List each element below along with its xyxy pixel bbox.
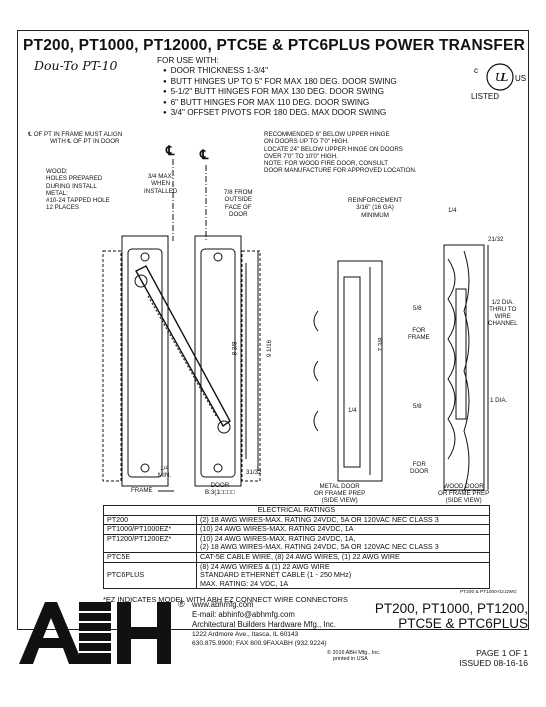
electrical-ratings-table: ELECTRICAL RATINGS PT200 (2) 18 AWG WIRE…: [103, 505, 490, 590]
arm-spring-line: [147, 295, 217, 417]
ul-letter-l: L: [500, 71, 508, 84]
door-mortise: [200, 248, 236, 478]
phone-fax: 630.875.9900; FAX 800.9FAXABH (932.9224): [192, 640, 327, 647]
pivot-icon: [217, 420, 231, 434]
dim-31-32: 31/32: [246, 469, 262, 476]
ez-note: *EZ INDICATES MODEL WITH ABH EZ CONNECT …: [103, 595, 348, 604]
company-name: Architectural Builders Hardware Mfg., In…: [192, 620, 336, 629]
for-door-label: FOR DOOR: [410, 461, 429, 475]
centerline-symbol-door: ℄: [200, 147, 209, 162]
model-cell: PTC5E: [103, 551, 197, 563]
website-link[interactable]: www.abhmfg.com: [192, 600, 254, 609]
centerline-symbol-frame: ℄: [166, 143, 175, 158]
screw-icon: [140, 252, 150, 262]
logo-letter-a: [19, 602, 83, 664]
pivot-icon: [134, 274, 148, 288]
door-edge: [241, 250, 261, 482]
frame-jamb: [102, 250, 122, 482]
transfer-arm: [135, 265, 231, 428]
footer-models: PT200, PT1000, PT1200, PTC5E & PTC6PLUS: [374, 601, 528, 631]
dim-21-32: 21/32: [488, 236, 504, 243]
metal-door-caption: METAL DOOR OR FRAME PREP (SIDE VIEW): [314, 483, 366, 504]
metal-reinforcement: [343, 276, 361, 468]
centerline-note: ℄ OF PT IN FRAME MUST ALIGN WITH ℄ OF PT…: [28, 131, 123, 146]
screw-icon: [213, 252, 223, 262]
rating-cell: (8) 24 AWG WIRES & (1) 22 AWG WIRE STAND…: [196, 561, 490, 590]
ul-letter-u: U: [495, 71, 505, 84]
email-link[interactable]: E-mail: abhinfo@abhmfg.com: [192, 610, 295, 619]
table-row: PTC5E CAT-5E CABLE WIRE, (8) 24 AWG WIRE…: [103, 551, 490, 563]
ul-c-mark: c: [474, 66, 478, 75]
registered-mark: ®: [178, 599, 185, 609]
screw-icon: [140, 463, 150, 473]
wood-grain: [463, 250, 470, 492]
dim-1-4a: 1/4: [348, 407, 357, 414]
for-use-item: DOOR THICKNESS 1-3/4": [163, 66, 397, 76]
wood-door-caption: WOOD DOOR OR FRAME PREP (SIDE VIEW): [438, 483, 490, 504]
model-cell: PTC6PLUS: [103, 561, 197, 590]
table-header: ELECTRICAL RATINGS: [103, 505, 490, 516]
wood-grain: [447, 258, 456, 460]
page-info: PAGE 1 OF 1 ISSUED 08-16-16: [459, 648, 528, 668]
from-outside-face: 7/8 FROM OUTSIDE FACE OF DOOR: [224, 189, 253, 218]
dia-thru-note: 1/2 DIA. THRU TO WIRE CHANNEL: [488, 299, 518, 327]
drawing-number: PT200 & PT1000-02.DWG: [460, 590, 517, 595]
copyright-block: © 2016 ABH Mfg., Inc. printed in USA: [327, 650, 381, 663]
location-note: RECOMMENDED 6" BELOW UPPER HINGE ON DOOR…: [264, 131, 417, 175]
door-label: DOOR B:3(1□□□□: [205, 482, 235, 496]
wood-door-outline: [443, 244, 485, 491]
metal-door-outline: [337, 260, 383, 482]
model-cell: PT1200/PT1200EZ*: [103, 533, 197, 553]
ul-us-mark: US: [515, 74, 526, 83]
for-use-heading: FOR USE WITH:: [157, 56, 219, 65]
for-use-item: 3/4" OFFSET PIVOTS FOR 180 DEG. MAX DOOR…: [163, 108, 397, 118]
table-row: PT1200/PT1200EZ* (10) 24 AWG WIRES-MAX. …: [103, 533, 490, 553]
page-title: PT200, PT1000, PT12000, PTC5E & PTC6PLUS…: [23, 37, 525, 54]
for-use-item: 5-1/2" BUTT HINGES FOR MAX 130 DEG. DOOR…: [163, 87, 397, 97]
rating-cell: (10) 24 AWG WIRES-MAX. RATING 24VDC, 1A: [196, 524, 490, 535]
model-cell: PT1000/PT1000EZ*: [103, 524, 197, 535]
abh-logo: [19, 602, 171, 664]
frame-body: [121, 235, 169, 487]
dim-5-8b: 5/8: [413, 403, 422, 410]
screw-icon: [213, 463, 223, 473]
table-row: PT1000/PT1000EZ* (10) 24 AWG WIRES-MAX. …: [103, 524, 490, 535]
dim-7-38: 7 3/8: [377, 337, 385, 352]
table-row: PTC6PLUS (8) 24 AWG WIRES & (1) 22 AWG W…: [103, 561, 490, 590]
frame-label: FRAME: [131, 487, 153, 494]
one-dia-note: 1 DIA.: [490, 397, 508, 404]
for-use-item: BUTT HINGES UP TO 5" FOR MAX 180 DEG. DO…: [163, 77, 397, 87]
min-note: 1/4 MIN.: [158, 465, 172, 479]
for-use-list: FOR USE WITH: DOOR THICKNESS 1-3/4" BUTT…: [157, 56, 397, 118]
frame-mortise: [127, 248, 163, 478]
drawing-sheet: PT200, PT1000, PT12000, PTC5E & PTC6PLUS…: [17, 30, 529, 630]
wood-metal-note: WOOD: HOLES PREPARED DURING INSTALL META…: [46, 168, 110, 212]
table-header-row: ELECTRICAL RATINGS: [103, 505, 490, 516]
handwritten-note: Dou-To PT-10: [34, 58, 118, 73]
dim-1-4b: 1/4: [448, 207, 457, 214]
address: 1222 Ardmore Ave., Itasca, IL 60143: [192, 631, 299, 638]
max-when-installed: 3/4 MAX. WHEN INSTALLED: [144, 173, 178, 195]
for-use-item: 6" BUTT HINGES FOR MAX 110 DEG. DOOR SWI…: [163, 98, 397, 108]
ul-listing-icon: U L c US: [474, 63, 526, 91]
reinforcement-note: REINFORCEMENT 3/16" (16 GA) MINIMUM: [348, 197, 402, 219]
for-frame-label: FOR FRAME: [408, 327, 430, 341]
dim-8-38: 8 3/8: [231, 341, 239, 356]
rating-cell: (10) 24 AWG WIRES-MAX. RATING 24VDC, 1A,…: [196, 533, 490, 553]
listed-label: LISTED: [471, 92, 500, 101]
rating-cell: CAT-5E CABLE WIRE, (8) 24 AWG WIRES, (1)…: [196, 551, 490, 563]
wood-channel: [455, 288, 467, 420]
metal-edge-cutouts: [313, 310, 319, 432]
dim-5-8a: 5/8: [413, 305, 422, 312]
door-body: [194, 235, 242, 487]
contact-block: www.abhmfg.com E-mail: abhinfo@abhmfg.co…: [192, 600, 336, 648]
dim-9-16: 9 1/16: [266, 339, 274, 358]
technical-drawing: [102, 159, 489, 492]
logo-letter-h-bar: [117, 627, 171, 639]
